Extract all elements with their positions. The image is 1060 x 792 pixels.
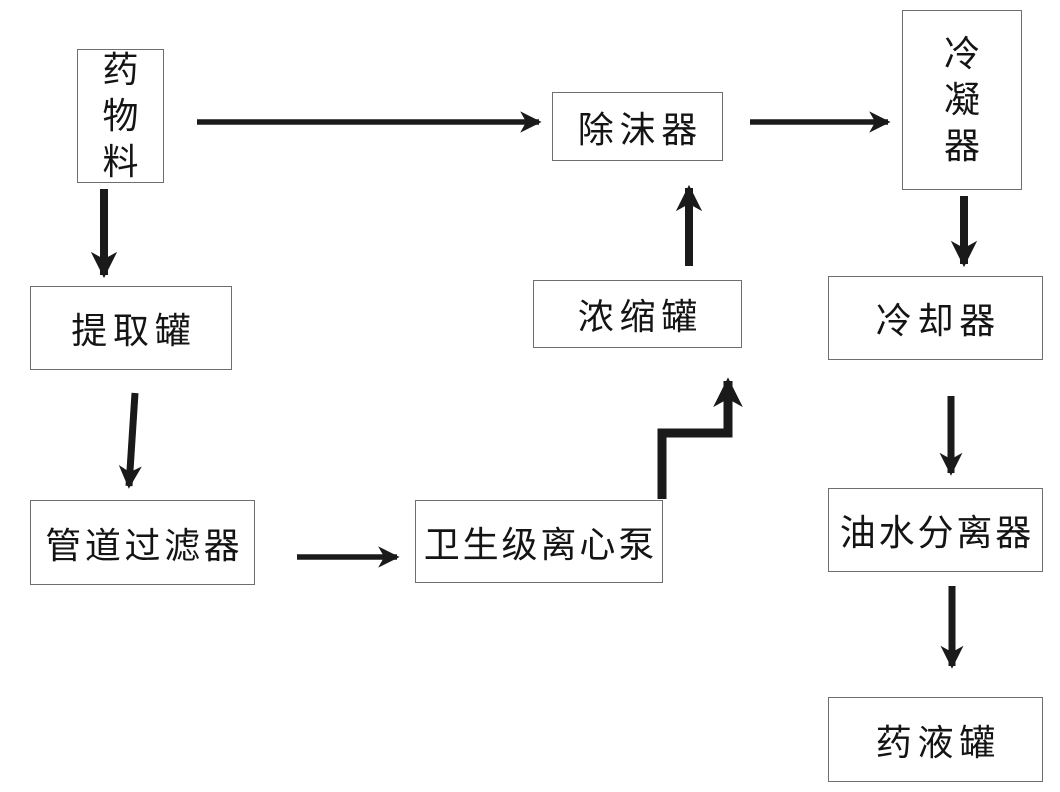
- node-condenser: 冷凝器: [902, 10, 1022, 190]
- node-medicine-liquid-tank-label: 药液罐: [875, 722, 1002, 763]
- arrow-pump-to-concentration-tank: [657, 377, 743, 499]
- node-medicine-liquid-tank: 药液罐: [828, 697, 1043, 782]
- node-pipeline-filter: 管道过滤器: [30, 500, 255, 585]
- node-cooler: 冷却器: [828, 276, 1043, 360]
- node-sanitary-centrifugal-pump-label: 卫生级离心泵: [423, 524, 658, 565]
- arrow-extraction-tank-to-pipeline-filter: [118, 392, 142, 489]
- node-demister: 除沫器: [552, 92, 723, 161]
- node-drug-material-label: 药物料: [102, 49, 139, 183]
- node-cooler-label: 冷却器: [875, 301, 1002, 341]
- node-extraction-tank-label: 提取罐: [71, 311, 197, 351]
- node-extraction-tank: 提取罐: [30, 286, 232, 370]
- node-concentration-tank-label: 浓缩罐: [577, 297, 704, 337]
- node-condenser-label: 冷凝器: [943, 33, 980, 167]
- node-oil-water-separator-label: 油水分离器: [839, 513, 1035, 553]
- node-concentration-tank: 浓缩罐: [533, 280, 742, 348]
- node-drug-material: 药物料: [77, 49, 164, 183]
- node-pipeline-filter-label: 管道过滤器: [45, 525, 244, 566]
- node-sanitary-centrifugal-pump: 卫生级离心泵: [415, 500, 663, 583]
- node-oil-water-separator: 油水分离器: [828, 488, 1043, 572]
- node-demister-label: 除沫器: [577, 109, 704, 150]
